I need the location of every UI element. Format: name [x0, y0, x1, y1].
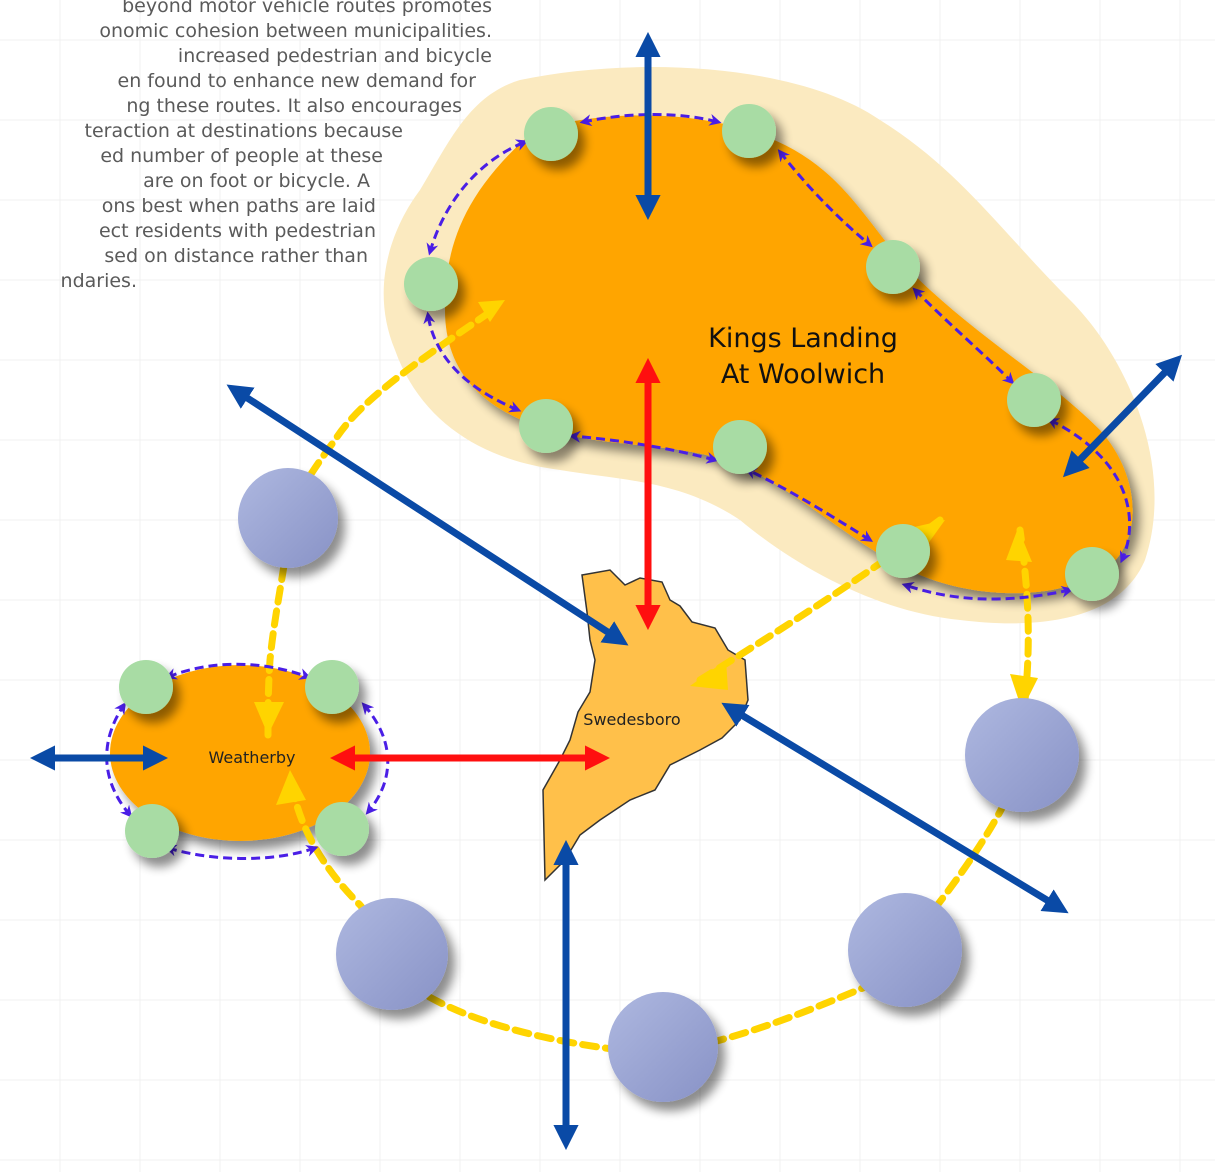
- swedesboro-label: Swedesboro: [583, 710, 680, 729]
- intermediate-node: [336, 898, 448, 1010]
- local-node: [876, 524, 930, 578]
- intro-line: are on foot or bicycle. A: [143, 170, 370, 192]
- intro-line: ons best when paths are laid: [102, 195, 376, 217]
- internal-path: [744, 468, 874, 542]
- internal-path: [777, 149, 873, 248]
- intro-line: ect residents with pedestrian: [99, 220, 376, 242]
- weatherby-area: [110, 665, 370, 841]
- internal-path: [164, 844, 319, 860]
- yellow-arrowhead: [690, 660, 728, 690]
- intro-line: sed on distance rather than: [104, 245, 368, 267]
- intermediate-node: [608, 992, 718, 1102]
- yellow-arrowhead: [1006, 528, 1032, 562]
- swedesboro-area: [542, 569, 749, 882]
- yellow-arrowhead: [254, 702, 284, 735]
- regional-arrow-northwest: [226, 384, 629, 646]
- local-node: [315, 802, 369, 856]
- intro-line: en found to enhance new demand for: [118, 70, 477, 92]
- kings-landing-region: Kings Landing At Woolwich: [383, 67, 1155, 624]
- regional-arrow-northeast: [1062, 354, 1183, 478]
- intro-line: ndaries.: [61, 270, 137, 292]
- kings-landing-label-line1: Kings Landing: [708, 323, 898, 354]
- pedestrian-path: [406, 981, 664, 1056]
- intro-line: beyond motor vehicle routes promotes: [122, 0, 492, 17]
- swedesboro-region: Swedesboro: [542, 569, 749, 882]
- intro-line: teraction at destinations because: [85, 120, 403, 142]
- intro-paragraph: beyond motor vehicle routes promotes ono…: [61, 0, 492, 292]
- internal-path: [164, 662, 312, 680]
- local-node: [519, 399, 573, 453]
- intro-line: ng these routes. It also encourages: [126, 95, 462, 117]
- internal-path: [912, 287, 1015, 385]
- regional-arrow-southeast: [721, 702, 1069, 914]
- local-node: [713, 420, 767, 474]
- intermediate-node: [965, 698, 1079, 812]
- local-node: [404, 257, 458, 311]
- internal-path: [426, 139, 529, 256]
- weatherby-region: [110, 665, 370, 841]
- regional-connections: [29, 31, 1183, 1151]
- intermediate-node: [238, 468, 338, 568]
- weatherby-label: Weatherby: [209, 748, 296, 767]
- intermediate-node: [848, 893, 962, 1007]
- local-connections: [329, 357, 661, 771]
- kings-landing-area: [445, 115, 1133, 594]
- local-node: [305, 660, 359, 714]
- kings-landing-label-line2: At Woolwich: [721, 359, 885, 390]
- internal-path: [901, 581, 1074, 601]
- local-node: [1007, 373, 1061, 427]
- intro-line: ed number of people at these: [100, 145, 383, 167]
- local-node: [866, 240, 920, 294]
- intro-line: increased pedestrian and bicycle: [178, 45, 492, 67]
- local-node: [125, 804, 179, 858]
- yellow-arrowhead: [478, 300, 505, 322]
- yellow-arrowhead: [276, 770, 306, 805]
- local-node: [119, 660, 173, 714]
- local-node: [1065, 547, 1119, 601]
- local-node: [722, 104, 776, 158]
- yellow-arrowhead: [1010, 674, 1038, 710]
- intro-line: onomic cohesion between municipalities.: [99, 20, 492, 42]
- local-node: [524, 107, 578, 161]
